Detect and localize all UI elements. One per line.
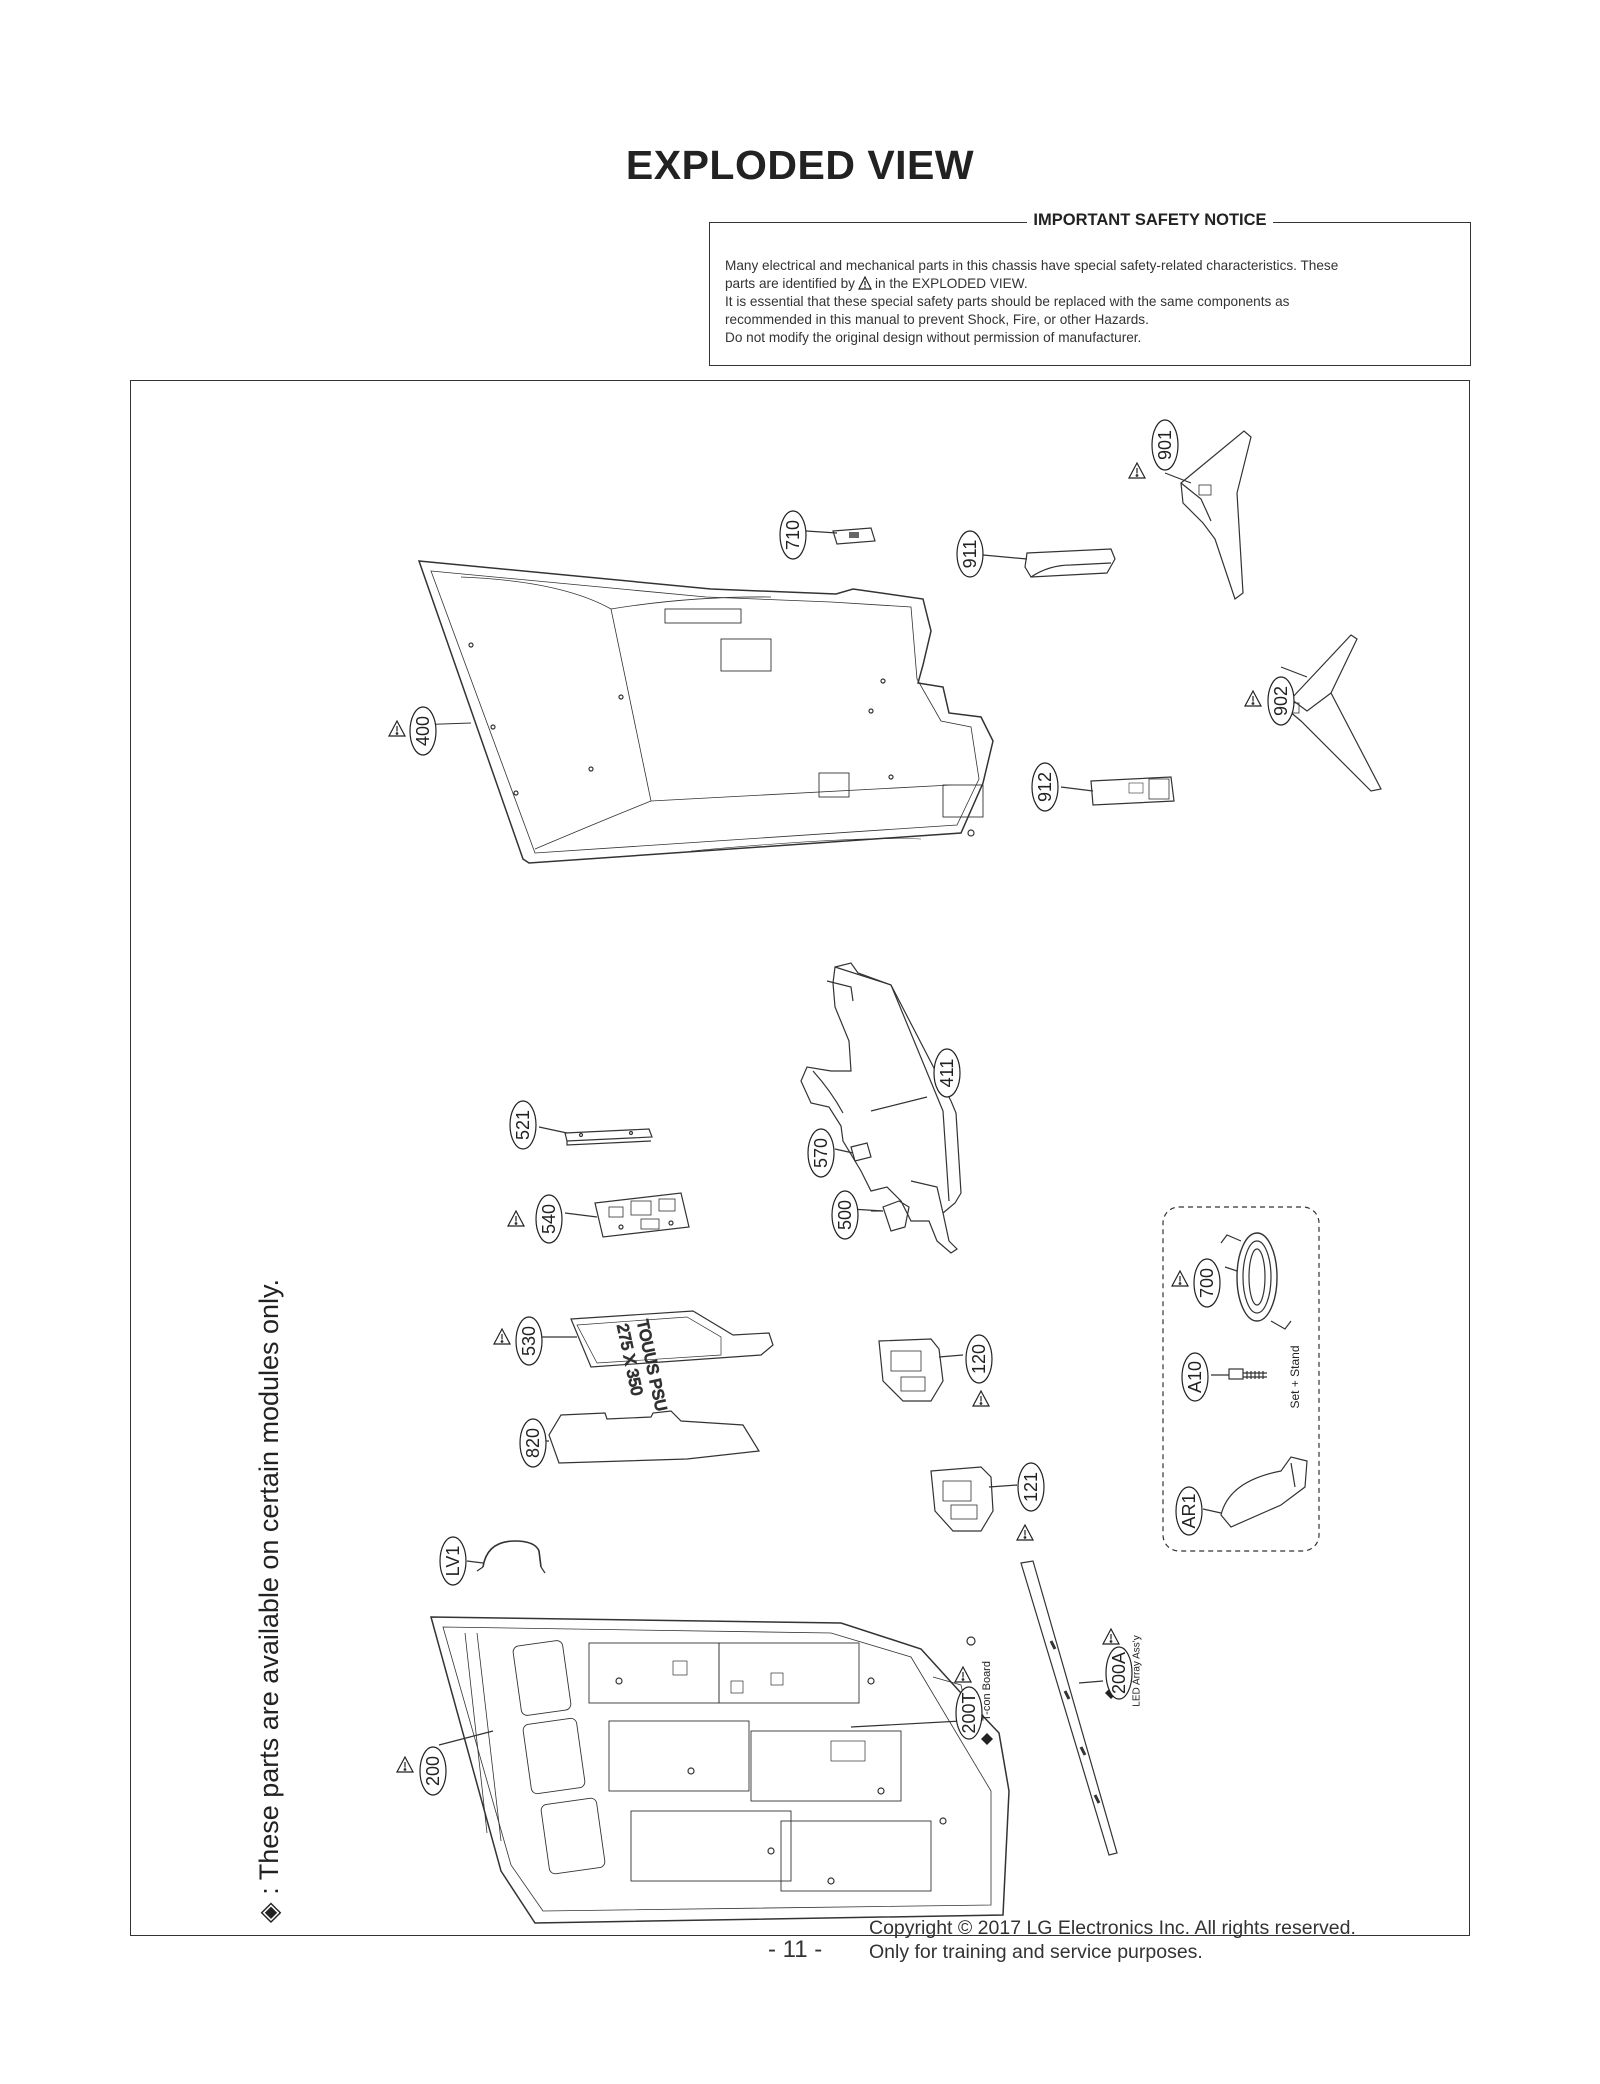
label-200A-badge [1105,1646,1133,1700]
label-200A: 200A [1109,1652,1129,1694]
label-A10: A10 [1185,1361,1205,1393]
exploded-view-diagram: TOUUS PSU 275 X 350 [130,380,1470,1936]
label-570: 570 [811,1138,831,1168]
label-540: 540 [539,1204,559,1234]
label-400: 400 [413,716,433,746]
part-911-drawing [1024,548,1116,578]
warning-200A-icon [1102,1628,1120,1645]
label-911-badge [956,530,984,578]
label-200T: 200T [959,1692,979,1733]
warning-530-icon [493,1328,511,1345]
notice-line-1: Many electrical and mechanical parts in … [725,258,1339,273]
label-710-badge [779,510,807,560]
part-120-drawing [878,1338,944,1402]
warning-triangle-icon [858,276,872,290]
label-120: 120 [969,1344,989,1374]
label-911: 911 [960,540,980,569]
part-901-drawing [1180,430,1252,600]
label-AR1-badge [1175,1486,1203,1536]
label-700: 700 [1197,1268,1217,1298]
label-820: 820 [523,1428,543,1458]
part-121-drawing [930,1466,994,1532]
label-411-badge [933,1048,961,1098]
label-121: 121 [1021,1472,1041,1502]
label-901: 901 [1155,430,1175,460]
label-521: 521 [513,1110,533,1140]
part-820-drawing [548,1410,761,1464]
note-tcon-board: T-con Board [981,1661,993,1721]
label-LV1: LV1 [443,1546,463,1577]
copyright-text: Copyright © 2017 LG Electronics Inc. All… [869,1917,1356,1939]
label-A10-badge [1181,1352,1209,1402]
label-200: 200 [423,1756,443,1786]
footer-copyright-block: Copyright © 2017 LG Electronics Inc. All… [869,1916,1356,1964]
purpose-text: Only for training and service purposes. [869,1941,1203,1963]
note-set-stand: Set + Stand [1288,1345,1302,1408]
page-title: EXPLODED VIEW [625,142,975,188]
exploded-view-drawing: TOUUS PSU 275 X 350 [254,419,1382,1924]
side-note: ◈ : These parts are available on certain… [254,1279,284,1923]
label-411: 411 [937,1059,957,1088]
safety-notice-box: IMPORTANT SAFETY NOTICE Many electrical … [709,211,1471,366]
label-700-badge [1193,1258,1221,1308]
part-AR1-drawing [1220,1456,1308,1528]
part-411-drawing [800,962,962,1254]
label-912: 912 [1035,772,1055,802]
label-570-badge [807,1128,835,1178]
label-120-badge [965,1334,993,1384]
warning-200T-icon [954,1666,972,1683]
part-LV1-drawing [476,1540,546,1574]
part-200-drawing [430,1616,1010,1924]
label-500-badge [831,1190,859,1240]
warning-121-icon [1016,1524,1034,1541]
part-700-drawing [1220,1232,1292,1330]
label-530: 530 [519,1326,539,1356]
note-led-array: LED Array Ass'y [1132,1635,1143,1706]
label-530-badge [515,1316,543,1366]
label-500: 500 [835,1200,855,1230]
part-912-drawing [1090,776,1175,806]
part-521-drawing [564,1128,653,1146]
warning-902-icon [1244,690,1262,707]
warning-700-icon [1171,1270,1189,1287]
label-AR1: AR1 [1179,1493,1199,1528]
safety-notice-title: IMPORTANT SAFETY NOTICE [1027,211,1273,229]
label-200T-badge [955,1686,983,1740]
label-710: 710 [783,520,803,550]
label-200-badge [419,1746,447,1796]
part-902-drawing [1288,634,1382,792]
notice-line-4: recommended in this manual to prevent Sh… [725,312,1149,327]
warning-400-icon [388,720,406,737]
warning-901-icon [1128,462,1146,479]
label-901-badge [1151,419,1179,471]
label-400-badge [409,706,437,756]
warning-540-icon [507,1210,525,1227]
part-540-drawing [594,1192,690,1238]
label-912-badge [1031,762,1059,812]
label-521-badge [509,1100,537,1150]
part-A10-drawing [1228,1368,1267,1380]
label-LV1-badge [439,1536,467,1586]
part-200A-drawing [1020,1560,1118,1856]
diamond-200T-icon [981,1733,993,1745]
notice-line-3: It is essential that these special safet… [725,294,1290,309]
safety-notice-body: Many electrical and mechanical parts in … [725,257,1455,347]
notice-line-5: Do not modify the original design withou… [725,330,1142,345]
label-121-badge [1017,1462,1045,1512]
part-570-drawing [850,1142,872,1162]
warning-120-icon [972,1390,990,1407]
page-number: - 11 - [768,1936,823,1963]
part-710-drawing [832,527,876,545]
label-902: 902 [1271,686,1291,716]
label-540-badge [535,1194,563,1244]
label-902-badge [1267,676,1295,726]
back-cover-drawing [417,560,994,864]
label-820-badge [519,1418,547,1468]
warning-200-icon [396,1756,414,1773]
part-530-drawing [570,1310,774,1368]
